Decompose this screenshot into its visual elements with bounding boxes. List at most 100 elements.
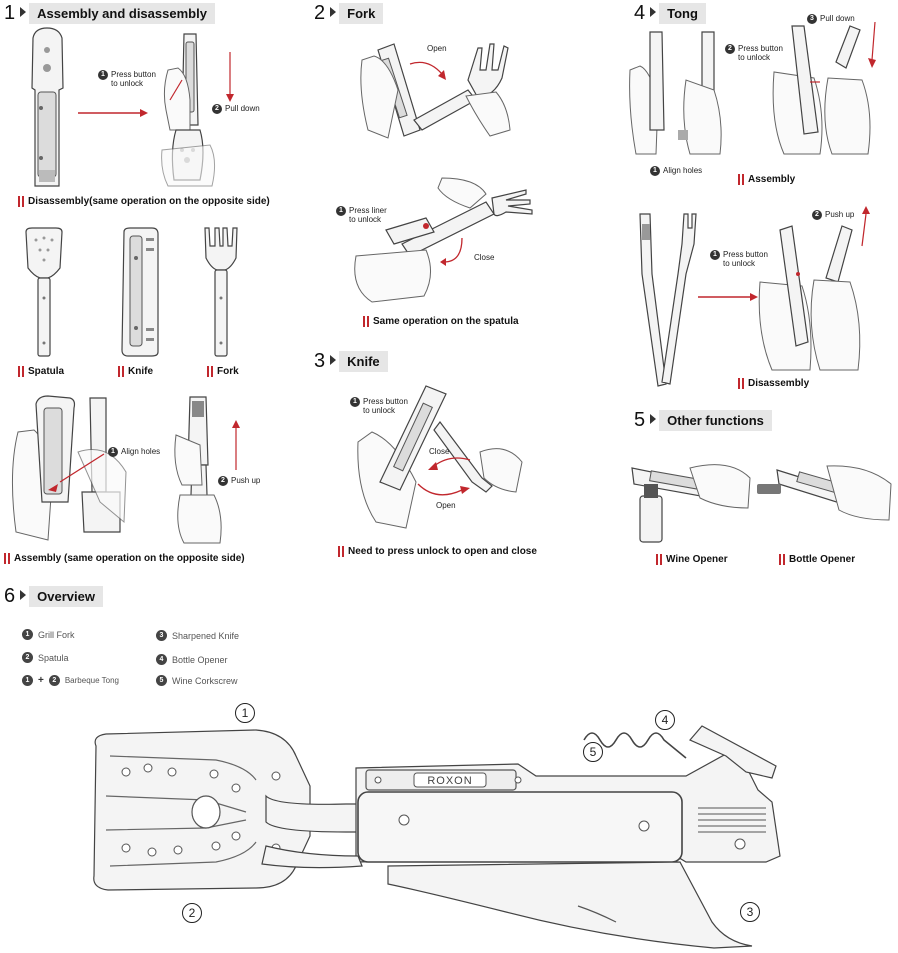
assembly-caption-text: Assembly (same operation on the opposite… — [14, 553, 245, 564]
tong-assembly-caption-text: Assembly — [748, 174, 796, 185]
red-bar-icon — [738, 378, 744, 389]
overview-item-bottle-opener: 4 Bottle Opener — [156, 654, 228, 665]
press-button-text: Press button to unlock — [111, 70, 156, 89]
overview-item-tong: 1 + 2 Barbeque Tong — [22, 675, 119, 686]
tong-press-text-2: Press button to unlock — [723, 250, 768, 269]
tong-push-annotation: 2 Push up — [812, 210, 854, 220]
section-arrow-icon — [330, 354, 337, 365]
section-6-header: 6 Overview — [4, 585, 103, 608]
step-1-badge: 1 — [98, 70, 108, 80]
knife-caption: Knife — [118, 366, 153, 377]
press-button-annotation: 1 Press button to unlock — [98, 70, 156, 88]
tong-push-arrow-icon — [861, 206, 870, 247]
overview-number-badge: 4 — [156, 654, 167, 665]
section-2-number: 2 — [314, 2, 326, 24]
tong-push-text: Push up — [825, 210, 855, 219]
overview-item-label: Barbeque Tong — [64, 676, 119, 685]
knife-press-annotation: 1 Press button to unlock — [350, 397, 408, 415]
section-4-number: 4 — [634, 2, 646, 24]
overview-number-badge: 2 — [48, 675, 60, 686]
section-1-title: Assembly and disassembly — [29, 3, 215, 24]
callout-4: 4 — [655, 710, 675, 730]
tong-disassembly-arrow-icon — [698, 293, 758, 301]
tool-closed-illustration — [31, 27, 64, 187]
section-arrow-icon — [20, 6, 27, 17]
step-1-badge: 1 — [350, 397, 360, 407]
overview-item-label: Bottle Opener — [172, 654, 228, 665]
spatula-caption: Spatula — [18, 366, 64, 377]
tong-press-annotation: 2 Press button to unlock — [725, 44, 783, 62]
fork-label: Fork — [217, 366, 239, 377]
tong-pull-text: Pull down — [820, 14, 855, 23]
press-liner-annotation: 1 Press liner to unlock — [336, 206, 387, 224]
red-bar-icon — [118, 366, 124, 377]
bottle-opener-caption: Bottle Opener — [779, 554, 855, 565]
overview-number-badge: 3 — [156, 630, 167, 641]
section-5-number: 5 — [634, 409, 646, 431]
tong-pull-annotation: 3 Pull down — [807, 14, 855, 24]
tong-pull-arrow-icon — [868, 21, 876, 68]
red-bar-icon — [779, 554, 785, 565]
tong-pull-illustration — [772, 25, 871, 155]
step-2-badge: 2 — [212, 104, 222, 114]
bottle-opener-illustration — [757, 465, 892, 521]
section-arrow-icon — [650, 413, 657, 424]
knife-close-label: Close — [429, 447, 450, 456]
section-1-number: 1 — [4, 2, 16, 24]
red-bar-icon — [18, 366, 24, 377]
overview-number-badge: 2 — [22, 652, 33, 663]
fork-open-label: Open — [427, 44, 447, 53]
step-2-badge: 2 — [812, 210, 822, 220]
tong-align-annotation: 1 Align holes — [650, 166, 702, 176]
red-bar-icon — [338, 546, 344, 557]
knife-caption-text: Need to press unlock to open and close — [348, 546, 537, 557]
overview-item-label: Sharpened Knife — [172, 630, 240, 641]
pull-down-text: Pull down — [225, 104, 260, 113]
fork-caption: Same operation on the spatula — [363, 316, 519, 327]
section-2-header: 2 Fork — [314, 2, 384, 25]
step-2-badge: 2 — [725, 44, 735, 54]
overview-item-grill-fork: 1 Grill Fork — [22, 629, 75, 640]
tong-align-text: Align holes — [663, 166, 703, 175]
red-bar-icon — [656, 554, 662, 565]
overview-number-badge: 5 — [156, 675, 167, 686]
fork-illustration — [204, 227, 238, 357]
assembly-caption: Assembly (same operation on the opposite… — [4, 553, 245, 564]
tong-assembly-caption: Assembly — [738, 174, 795, 185]
section-arrow-icon — [650, 6, 657, 17]
section-1-header: 1 Assembly and disassembly — [4, 2, 215, 25]
knife-open-close-illustration — [357, 385, 523, 529]
wine-opener-caption: Wine Opener — [656, 554, 728, 565]
plus-sign: + — [38, 675, 44, 686]
section-6-title: Overview — [29, 586, 103, 607]
tong-disassembly-hands-illustration — [758, 225, 861, 371]
fork-caption-text: Same operation on the spatula — [373, 316, 519, 327]
tong-align-illustration — [629, 31, 722, 155]
wine-opener-label: Wine Opener — [666, 554, 728, 565]
overview-item-corkscrew: 5 Wine Corkscrew — [156, 675, 238, 686]
tong-disassembly-caption: Disassembly — [738, 378, 809, 389]
brand-logo-text: ROXON — [427, 775, 472, 787]
multitool-overview-illustration: ROXON — [93, 725, 781, 949]
spatula-illustration — [25, 227, 63, 357]
knife-rotate-arrows-icon — [417, 457, 471, 496]
red-bar-icon — [4, 553, 10, 564]
fork-close-label: Close — [474, 253, 495, 262]
bottle-opener-label: Bottle Opener — [789, 554, 856, 565]
overview-item-label: Spatula — [38, 652, 69, 663]
open-arrow-icon — [409, 61, 446, 80]
callout-1: 1 — [235, 703, 255, 723]
press-liner-text: Press liner to unlock — [349, 206, 387, 225]
tong-full-illustration — [639, 213, 697, 387]
knife-press-text: Press button to unlock — [363, 397, 408, 416]
wine-opener-illustration — [631, 464, 751, 543]
overview-item-label: Wine Corkscrew — [172, 675, 238, 686]
section-3-number: 3 — [314, 350, 326, 372]
section-4-title: Tong — [659, 3, 706, 24]
knife-open-label: Open — [436, 501, 456, 510]
red-arrow-icon — [78, 109, 148, 117]
section-3-header: 3 Knife — [314, 350, 388, 373]
overview-item-label: Grill Fork — [38, 629, 75, 640]
spatula-label: Spatula — [28, 366, 65, 377]
section-4-header: 4 Tong — [634, 2, 706, 25]
